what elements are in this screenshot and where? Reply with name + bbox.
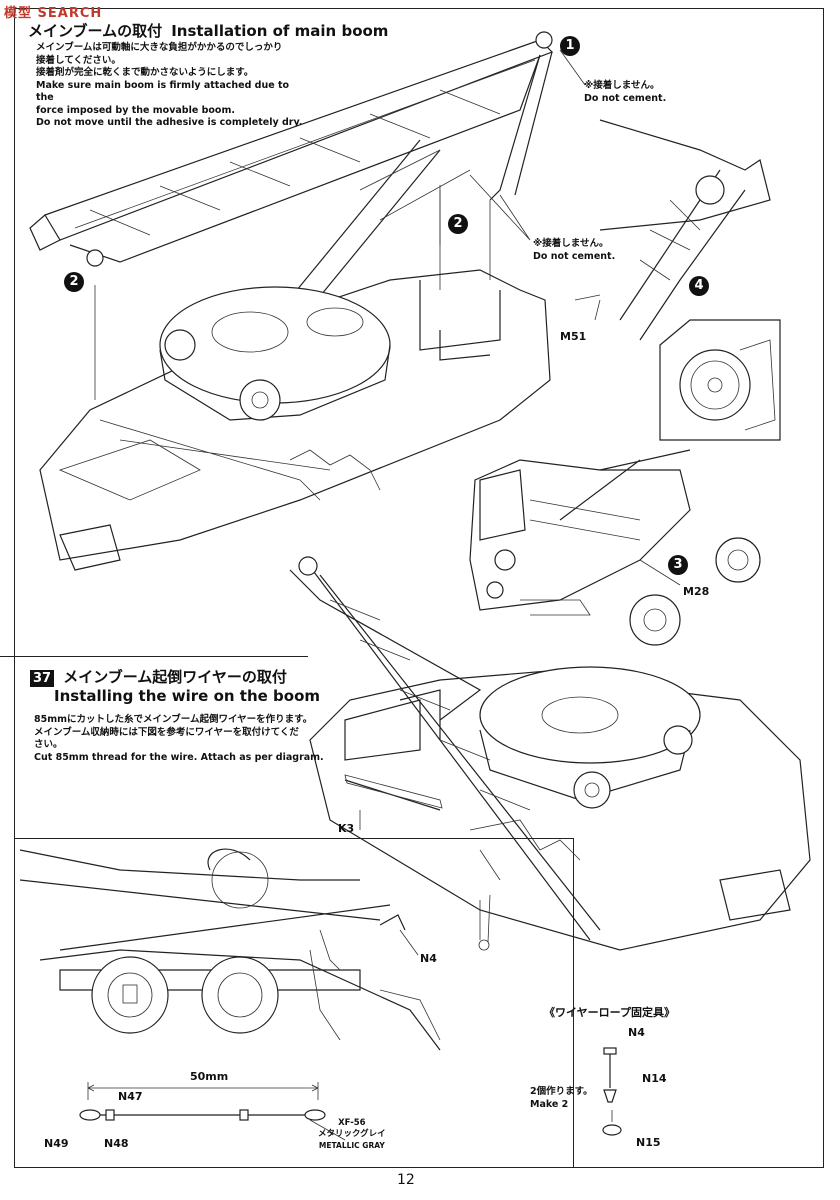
make-2-note: 2個作ります。 Make 2 <box>530 1086 593 1111</box>
callout-1: 1 <box>560 36 580 56</box>
part-label-n47: N47 <box>118 1090 143 1103</box>
wire-detail-drawing <box>19 848 441 1051</box>
middle-subassembly <box>469 449 761 646</box>
page-border <box>14 8 824 1168</box>
step36-note-en-2: force imposed by the movable boom. <box>36 104 235 116</box>
step36-note-jp-2: 接着してください。 <box>36 54 121 66</box>
step37-note-jp-3: さい。 <box>34 739 63 750</box>
leader-lines <box>359 49 681 956</box>
part-label-n49: N49 <box>44 1137 69 1150</box>
no-cement-1-en: Do not cement. <box>584 92 667 104</box>
step36-header: メインブームの取付 Installation of main boom <box>28 20 388 41</box>
step37-note-jp-1: 85mmにカットした糸でメインブーム起倒ワイヤーを作ります。 <box>34 714 313 725</box>
inset-boom-tip <box>574 119 771 341</box>
paint-code: XF-56 <box>338 1118 366 1128</box>
inset-road-wheel <box>659 319 781 441</box>
callout-2-left: 2 <box>64 272 84 292</box>
no-cement-label-1: ※接着しません。 Do not cement. <box>584 80 666 105</box>
part-label-n4: N4 <box>420 952 437 965</box>
paint-name-jp: メタリックグレイ <box>318 1129 386 1139</box>
step36-notes: メインブームは可動軸に大きな負担がかかるのでしっかり 接着してください。 接着剤… <box>36 42 306 130</box>
callout-3: 3 <box>668 555 688 575</box>
wire-fixture-title: 《ワイヤーロープ固定具》 <box>544 1006 676 1019</box>
hull-drawing-top <box>39 190 551 571</box>
step36-title-en: Installation of main boom <box>171 22 389 40</box>
step36-note-jp-1: メインブームは可動軸に大きな負担がかかるのでしっかり <box>36 42 283 53</box>
callout-4: 4 <box>689 276 709 296</box>
step37-notes: 85mmにカットした糸でメインブーム起倒ワイヤーを作ります。 メインブーム収納時… <box>34 714 324 764</box>
callout-2-boom: 2 <box>448 214 468 234</box>
step37-number: 37 <box>30 670 55 687</box>
make-2-en: Make 2 <box>530 1098 569 1110</box>
watermark: 模型 SEARCH <box>4 6 103 21</box>
no-cement-1-jp: ※接着しません。 <box>584 80 660 91</box>
part-label-k3: K3 <box>338 822 355 835</box>
step37-note-jp-2: メインブーム収納時には下図を参考にワイヤーを取付けてくだ <box>34 726 299 738</box>
step36-note-en-1: Make sure main boom is firmly attached d… <box>36 79 290 104</box>
step37-divider <box>0 656 308 657</box>
step37-title-jp: メインブーム起倒ワイヤーの取付 <box>63 668 287 686</box>
dimension-50mm: 50mm <box>190 1070 229 1083</box>
part-label-n14: N14 <box>642 1072 667 1085</box>
part-label-m51: M51 <box>560 330 587 343</box>
step36-note-jp-3: 接着剤が完全に乾くまで動かさないようにします。 <box>36 67 254 78</box>
wire-n47-drawing <box>79 1082 346 1141</box>
hull-drawing-bottom <box>289 556 811 951</box>
make-2-jp: 2個作ります。 <box>530 1086 593 1097</box>
part-label-n15: N15 <box>636 1136 661 1149</box>
step37-note-en: Cut 85mm thread for the wire. Attach as … <box>34 751 324 763</box>
no-cement-2-jp: ※接着しません。 <box>533 238 609 249</box>
step36-note-en-3: Do not move until the adhesive is comple… <box>36 117 303 128</box>
paint-name-en: METALLIC GRAY <box>318 1141 385 1150</box>
step37-detail-box <box>14 838 574 1168</box>
step37-title-en: Installing the wire on the boom <box>54 687 321 705</box>
part-label-n48: N48 <box>104 1137 129 1150</box>
wire-fixture-drawing <box>602 1047 622 1136</box>
page-number: 12 <box>397 1172 415 1188</box>
no-cement-2-en: Do not cement. <box>533 250 616 262</box>
paint-callout: XF-56 メタリックグレイ METALLIC GRAY <box>318 1118 386 1151</box>
step36-title-jp: メインブームの取付 <box>28 22 163 40</box>
step37-header: 37 メインブーム起倒ワイヤーの取付 Installing the wire o… <box>30 666 320 705</box>
part-label-m28: M28 <box>683 585 710 598</box>
no-cement-label-2: ※接着しません。 Do not cement. <box>533 238 615 263</box>
part-label-n4-inset: N4 <box>628 1026 645 1039</box>
